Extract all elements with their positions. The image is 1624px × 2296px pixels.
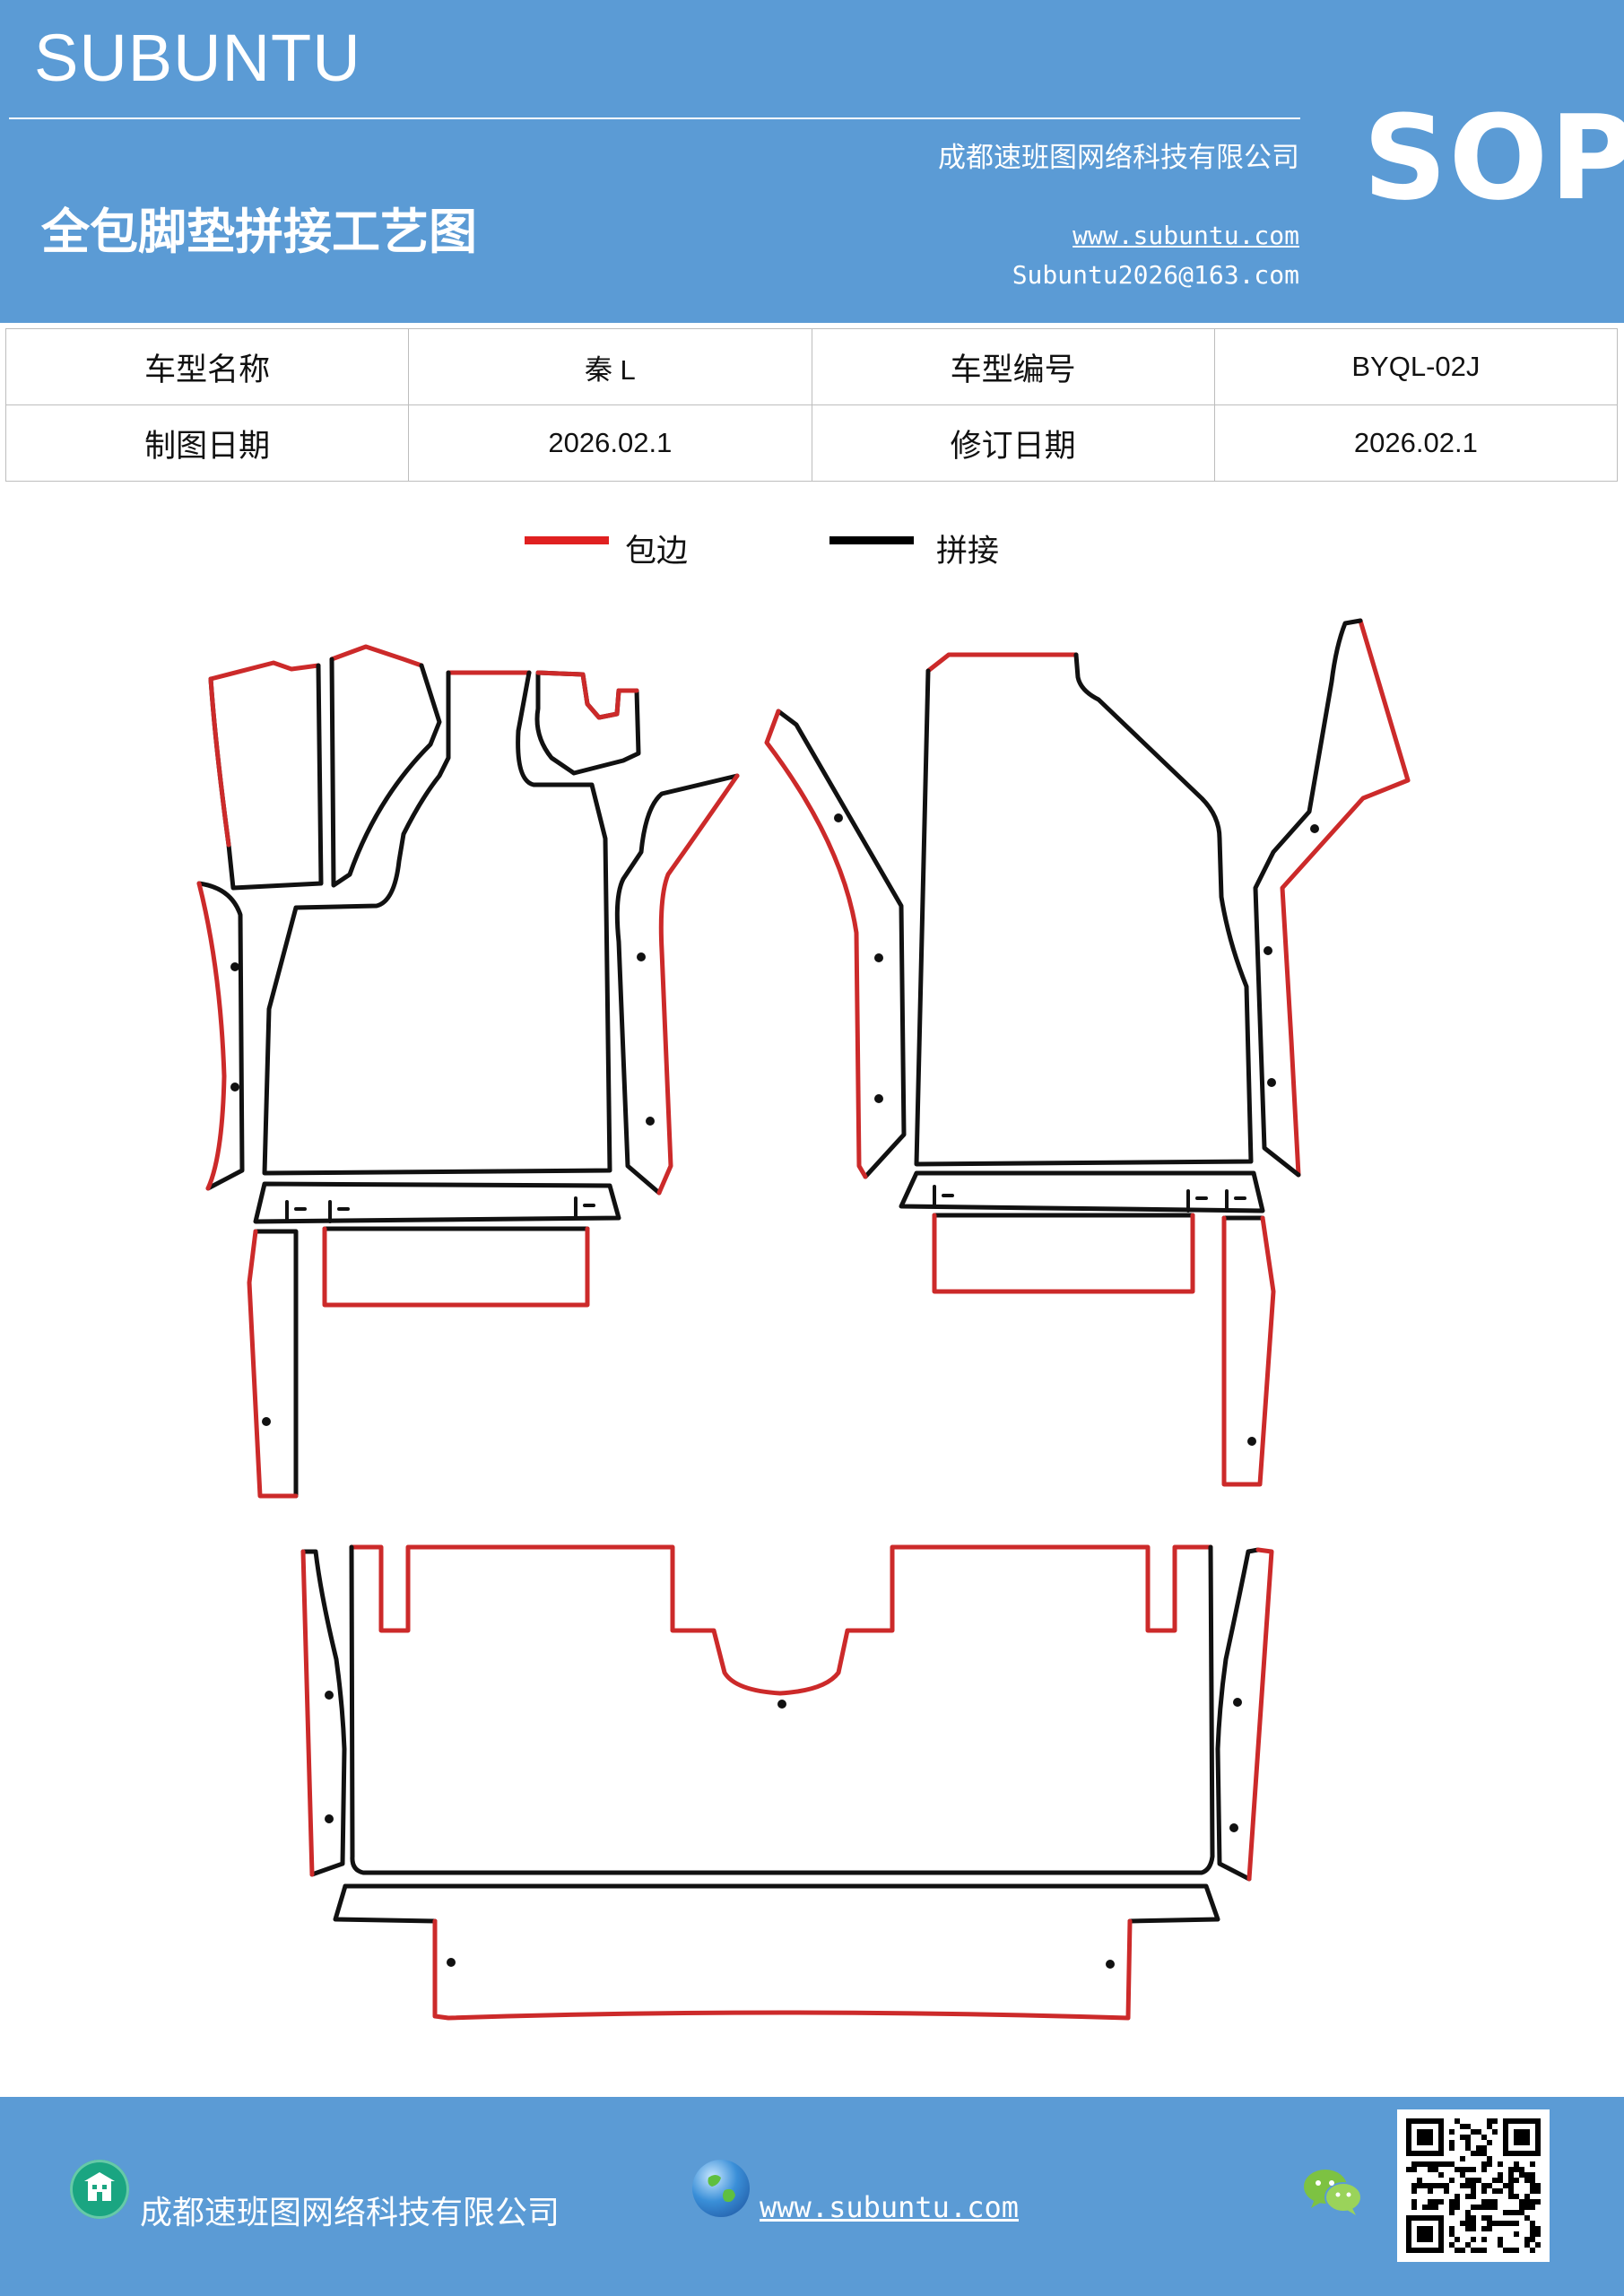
table-row: 车型名称 秦 L 车型编号 BYQL-02J [4,328,1619,405]
value-cell: 2026.02.1 [1213,404,1619,482]
label-cell: 车型编号 [811,328,1215,405]
footer-company-name: 成都速班图网络科技有限公司 [140,2195,560,2231]
wechat-icon[interactable] [1302,2167,1365,2221]
label-cell: 修订日期 [811,404,1215,482]
vehicle-info-table: 车型名称 秦 L 车型编号 BYQL-02J 制图日期 2026.02.1 修订… [4,328,1619,482]
mat-piece [322,1226,590,1308]
mat-piece [262,670,641,1176]
label-cell: 制图日期 [4,404,410,482]
header-banner: SUBUNTU 成都速班图网络科技有限公司 全包脚垫拼接工艺图 www.subu… [0,0,1624,323]
mat-piece [764,709,907,1179]
footer-banner: 成都速班图网络科技有限公司 www.subuntu.com [0,2097,1624,2296]
header-divider [9,117,1300,119]
legend-swatch-seam [829,536,914,544]
sop-badge: SOP [1363,90,1624,226]
legend-swatch-edge [525,536,609,544]
mat-piece [1215,1547,1274,1882]
floor-mat-diagram [196,618,1411,2021]
mat-piece [208,660,324,891]
website-link[interactable]: www.subuntu.com [1073,221,1299,250]
value-cell: BYQL-02J [1213,328,1619,405]
qr-code[interactable] [1397,2109,1550,2262]
rear-mat-group [300,1544,1274,2021]
mat-piece [614,773,740,1196]
mat-piece [247,1229,299,1499]
brand-name: SUBUNTU [34,21,361,95]
company-name: 成都速班图网络科技有限公司 [938,142,1299,174]
mat-piece [899,1170,1265,1213]
table-row: 制图日期 2026.02.1 修订日期 2026.02.1 [4,404,1619,482]
document-title: 全包脚垫拼接工艺图 [41,203,477,260]
mat-piece [349,1544,1215,1875]
mat-piece [300,1549,347,1877]
front-left-mat-group [196,644,740,1499]
footer-website-link[interactable]: www.subuntu.com [760,2190,1019,2224]
legend-label-seam: 拼接 [936,534,1000,570]
mat-piece [1253,618,1411,1178]
globe-icon [692,2160,750,2217]
label-cell: 车型名称 [4,328,410,405]
contact-email[interactable]: Subuntu2026@163.com [1012,260,1299,290]
mat-piece [253,1181,621,1224]
mat-piece [196,881,245,1191]
legend-label-edge: 包边 [625,534,689,570]
mat-piece [329,644,442,888]
mat-piece [932,1213,1195,1294]
mat-piece [1221,1215,1276,1487]
value-cell: 秦 L [408,328,812,405]
mat-piece [914,652,1254,1167]
front-right-mat-group [764,618,1411,1487]
value-cell: 2026.02.1 [408,404,812,482]
building-icon [70,2160,129,2219]
mat-piece [333,1883,1220,2021]
